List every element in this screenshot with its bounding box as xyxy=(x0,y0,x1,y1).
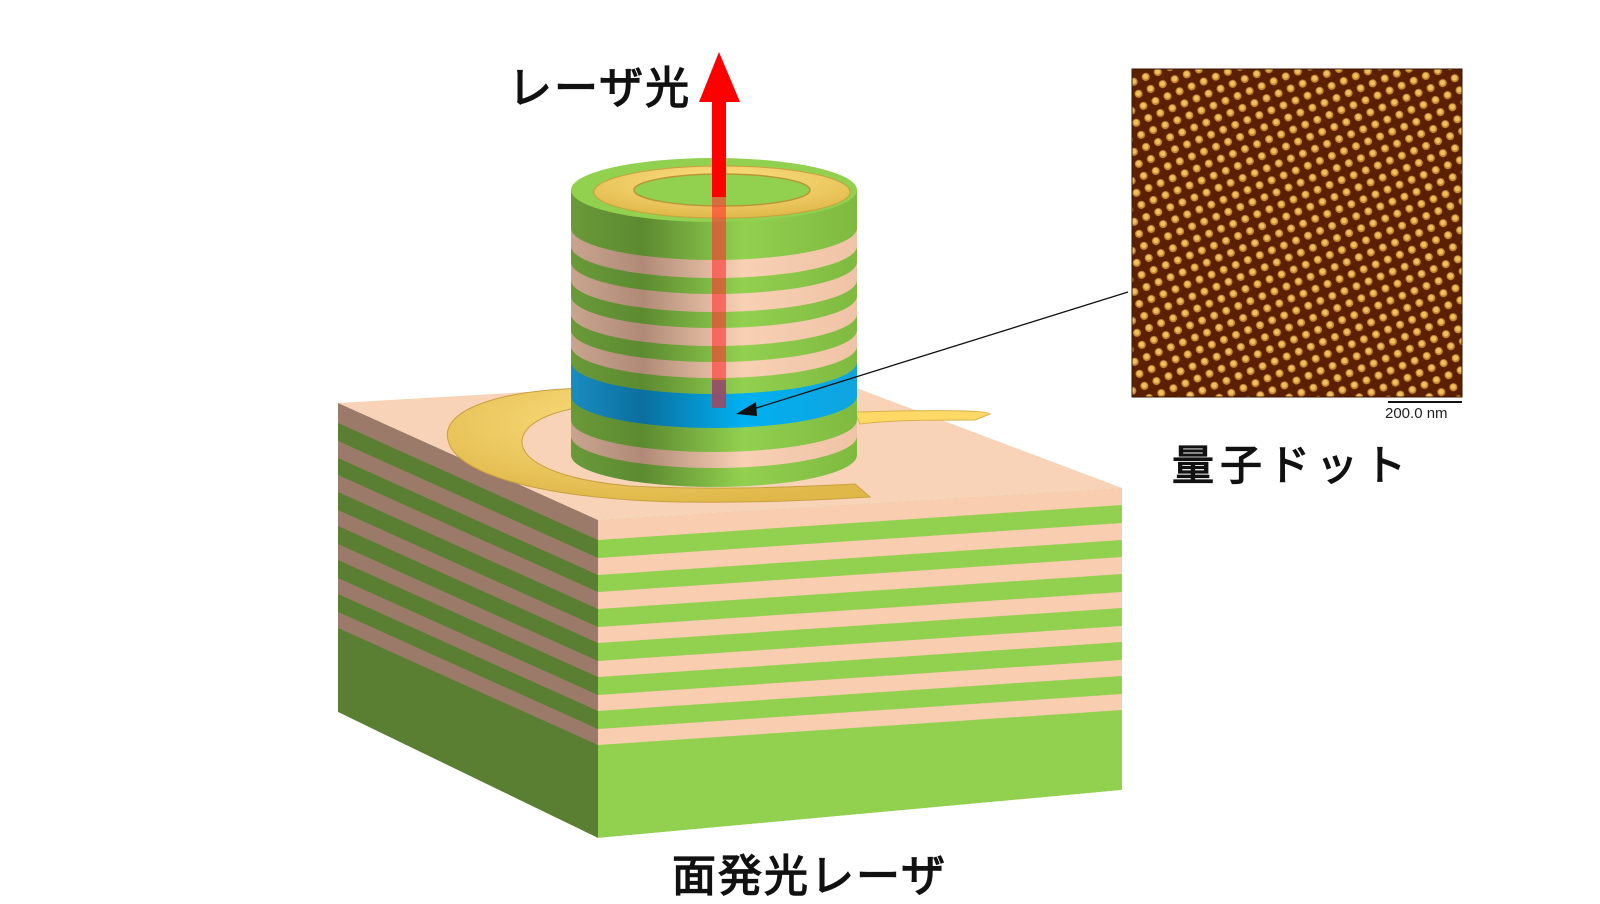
callout-pointer xyxy=(736,291,1129,416)
bottom-electrode-ring xyxy=(446,387,991,503)
substrate-front-face xyxy=(598,488,1122,838)
quantum-dot-label: 量子ドット xyxy=(1172,441,1413,490)
laser-light-label: レーザ光 xyxy=(508,63,692,114)
scale-bar-label: 200.0 nm xyxy=(1385,405,1448,422)
afm-quantum-dot-image xyxy=(1131,68,1463,403)
laser-beam-arrow xyxy=(699,52,740,408)
substrate-left-face xyxy=(338,403,598,838)
device-title-label: 面発光レーザ xyxy=(672,851,948,902)
